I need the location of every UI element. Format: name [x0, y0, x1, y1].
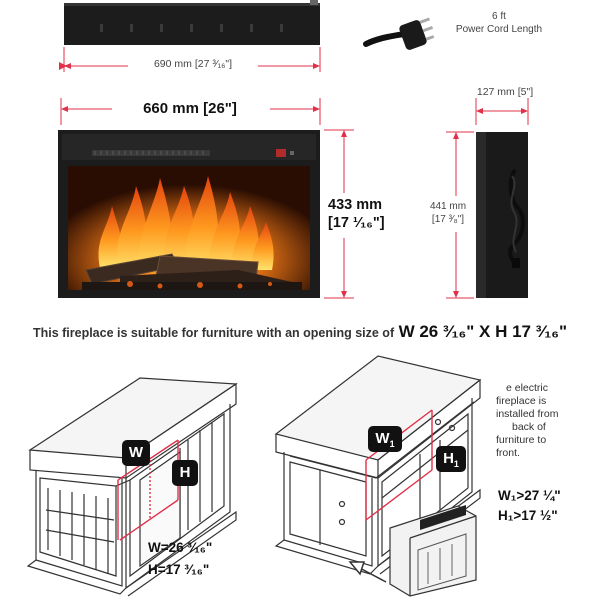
trim-width-label: 690 mm [27 ³⁄₁₆"] [128, 58, 258, 70]
left-opening-highlight [117, 439, 179, 541]
right-tv-cabinet-drawing [274, 355, 482, 575]
install-note-line: fireplace is [496, 395, 547, 407]
side-height-mm: 441 mm [429, 201, 467, 212]
install-note: e electric fireplace is installed from b… [496, 382, 596, 460]
right-width-badge-letter: W [375, 430, 390, 447]
top-trim-bar [64, 0, 320, 45]
insert-height-label: 433 mm [17 ¹⁄₁₆"] [328, 196, 398, 232]
left-height-badge: H [172, 460, 198, 486]
right-width-badge: W1 [368, 426, 402, 452]
cord-length-value: 6 ft [492, 11, 506, 22]
right-width-requirement: W₁>27 ¼" [498, 488, 561, 503]
install-note-line: e electric [506, 382, 549, 394]
install-note-line: furniture to [496, 434, 547, 446]
logs [82, 253, 302, 290]
side-height-label: 441 mm [17 ³⁄₈"] [424, 200, 472, 226]
cord-length-label: Power Cord Length [455, 24, 543, 35]
fireplace-insert-front [58, 130, 320, 298]
insert-height-dimension-line [324, 129, 354, 299]
insert-width-label: 660 mm [26"] [115, 100, 265, 117]
depth-dimension-line [475, 98, 529, 125]
opening-size-headline: This fireplace is suitable for furniture… [0, 322, 600, 342]
right-height-badge-letter: H [443, 450, 454, 467]
side-height-in: [17 ³⁄₈"] [431, 214, 465, 225]
left-height-value: H=17 ³⁄₁₆" [148, 562, 210, 577]
flames [98, 176, 274, 270]
install-note-line: front. [496, 447, 520, 459]
insert-back-view-drawing [389, 505, 477, 597]
insert-height-mm: 433 mm [328, 197, 383, 213]
headline-size: W 26 ³⁄₁₆" X H 17 ³⁄₁₆" [398, 322, 568, 341]
right-width-badge-sub: 1 [389, 439, 395, 449]
insert-width-dimension-line [60, 98, 321, 125]
fireplace-side-view [476, 132, 528, 298]
left-width-value: W=26 ³⁄₁₆" [148, 540, 213, 555]
cord-length-block: 6 ft Power Cord Length [444, 10, 554, 36]
right-height-badge: H1 [436, 446, 466, 472]
insert-height-in: [17 ¹⁄₁₆"] [328, 215, 385, 231]
insert-direction-arrow-icon [348, 561, 387, 583]
depth-label: 127 mm [5"] [476, 86, 534, 98]
right-height-badge-sub: 1 [453, 459, 459, 469]
right-height-requirement: H₁>17 ½" [498, 508, 558, 523]
headline-lead: This fireplace is suitable for furniture… [32, 326, 395, 340]
side-height-dimension-line [446, 131, 474, 299]
power-cord-plug-icon [363, 17, 435, 50]
left-width-badge: W [122, 440, 150, 466]
install-note-line: back of [512, 421, 546, 433]
install-note-line: installed from [496, 408, 559, 420]
